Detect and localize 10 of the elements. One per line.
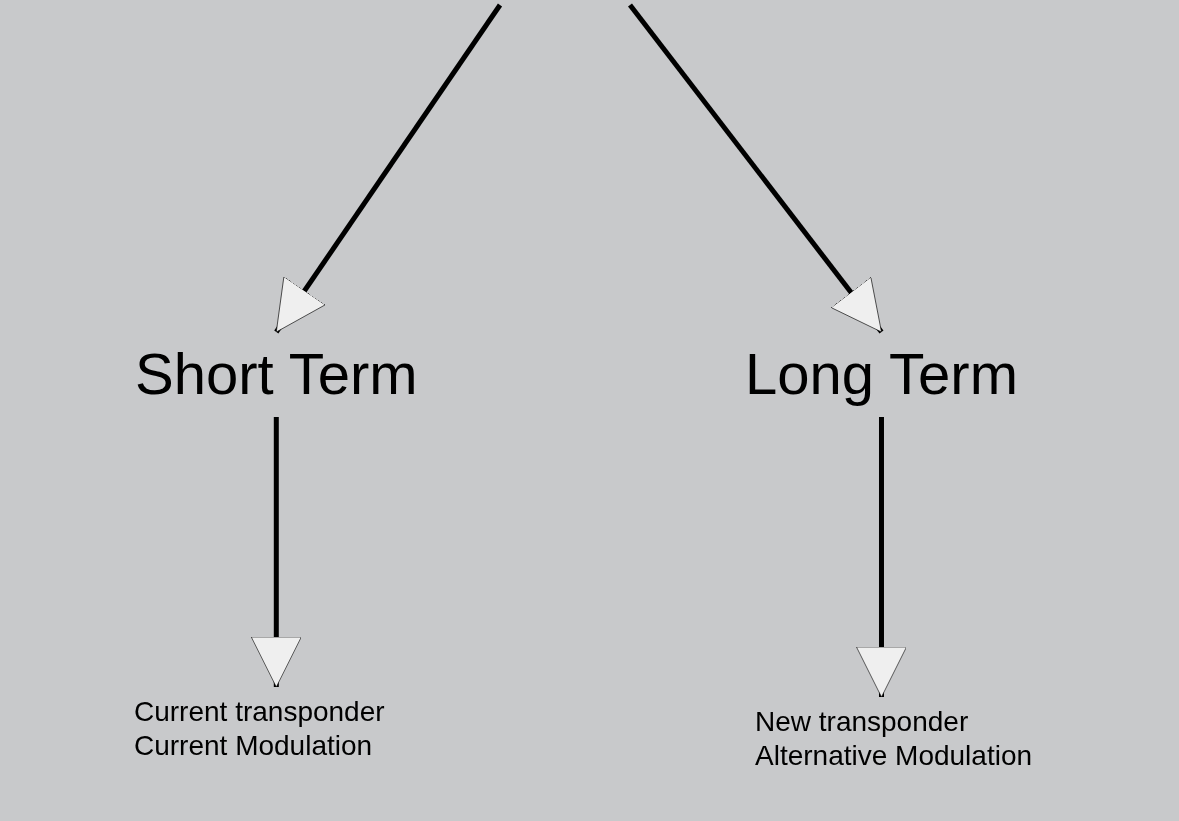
list-text: Current Modulation: [134, 729, 374, 763]
arrow: [628, 3, 884, 334]
heading-text: Short Term: [135, 340, 418, 407]
arrow: [856, 417, 907, 698]
list-text: New transponder: [755, 705, 970, 739]
list-text: Alternative Modulation: [755, 739, 1033, 773]
arrow: [251, 417, 302, 688]
arrow: [274, 3, 503, 334]
heading-text: Long Term: [745, 340, 1018, 407]
list-text: Current transponder: [134, 695, 385, 729]
